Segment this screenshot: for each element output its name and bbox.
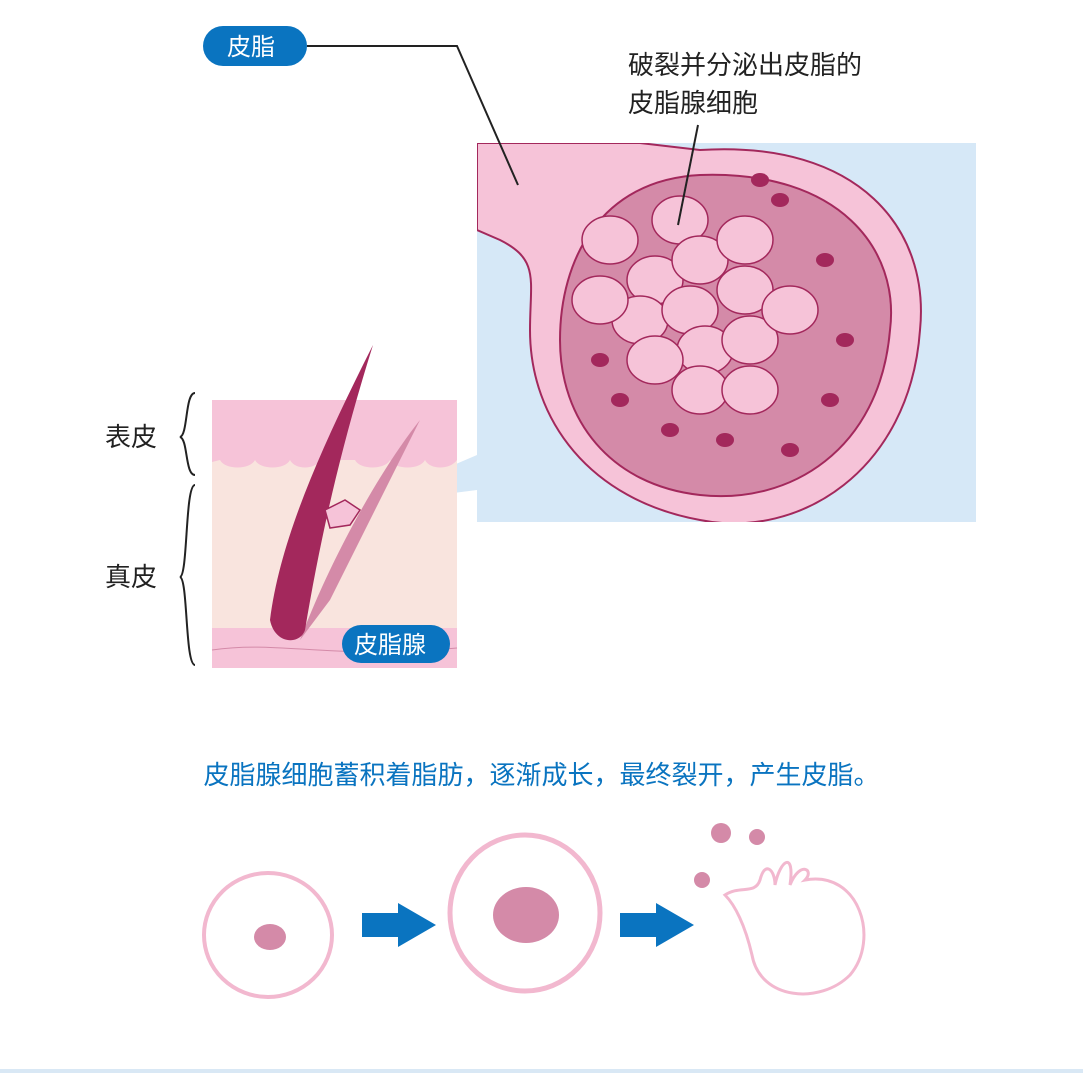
sebaceous-gland-pill xyxy=(342,625,450,663)
cell-growth-sequence xyxy=(202,823,866,999)
gland-cell xyxy=(721,315,779,365)
ruptured-cell xyxy=(722,860,866,996)
sebum-droplet xyxy=(694,872,710,888)
gland-cell xyxy=(716,215,774,265)
gland-cell xyxy=(581,215,639,265)
dermis-bracket xyxy=(176,484,196,666)
sebum-leader-line xyxy=(307,45,519,186)
gland-cell xyxy=(571,275,629,325)
epidermis-label: 表皮 xyxy=(105,423,157,453)
gland-cell xyxy=(716,265,774,315)
cell-nucleus xyxy=(821,393,839,407)
cell-nucleus xyxy=(716,433,734,447)
gland-cell xyxy=(671,235,729,285)
ruptured-cell-leader-line xyxy=(677,124,699,226)
grown-cell-nucleus xyxy=(493,887,559,943)
cell-nucleus xyxy=(781,443,799,457)
gland-magnified xyxy=(477,143,922,522)
dermis-label: 真皮 xyxy=(105,563,157,593)
footer-strip xyxy=(0,1069,1083,1073)
gland-cell xyxy=(761,285,819,335)
cell-nucleus xyxy=(751,173,769,187)
gland-cell xyxy=(626,335,684,385)
arrow-right-icon xyxy=(620,903,694,947)
ruptured-cell-label-line1: 破裂并分泌出皮脂的 xyxy=(628,51,862,81)
cell-nucleus xyxy=(836,333,854,347)
arrow-right-icon xyxy=(362,903,436,947)
grown-cell xyxy=(447,832,603,994)
sebum-pill xyxy=(203,26,307,66)
cell-nucleus xyxy=(591,353,609,367)
small-cell-nucleus xyxy=(254,924,286,950)
cell-nucleus xyxy=(816,253,834,267)
sebum-droplet xyxy=(749,829,765,845)
sebaceous-gland-label: 皮脂腺 xyxy=(354,631,426,659)
skin-cross-section xyxy=(211,345,458,668)
gland-cell xyxy=(721,365,779,415)
ruptured-cell-label-line2: 皮脂腺细胞 xyxy=(628,89,758,119)
sebum-droplet xyxy=(711,823,731,843)
gland-cell xyxy=(671,365,729,415)
small-cell xyxy=(202,871,334,999)
cell-nucleus xyxy=(661,423,679,437)
caption: 皮脂腺细胞蓄积着脂肪，逐渐成长，最终裂开，产生皮脂。 xyxy=(203,761,880,791)
sebum-label: 皮脂 xyxy=(227,33,275,61)
epidermis-bracket xyxy=(179,392,196,476)
cell-nucleus xyxy=(771,193,789,207)
cell-nucleus xyxy=(611,393,629,407)
sebaceous-gland-shape xyxy=(324,499,362,529)
